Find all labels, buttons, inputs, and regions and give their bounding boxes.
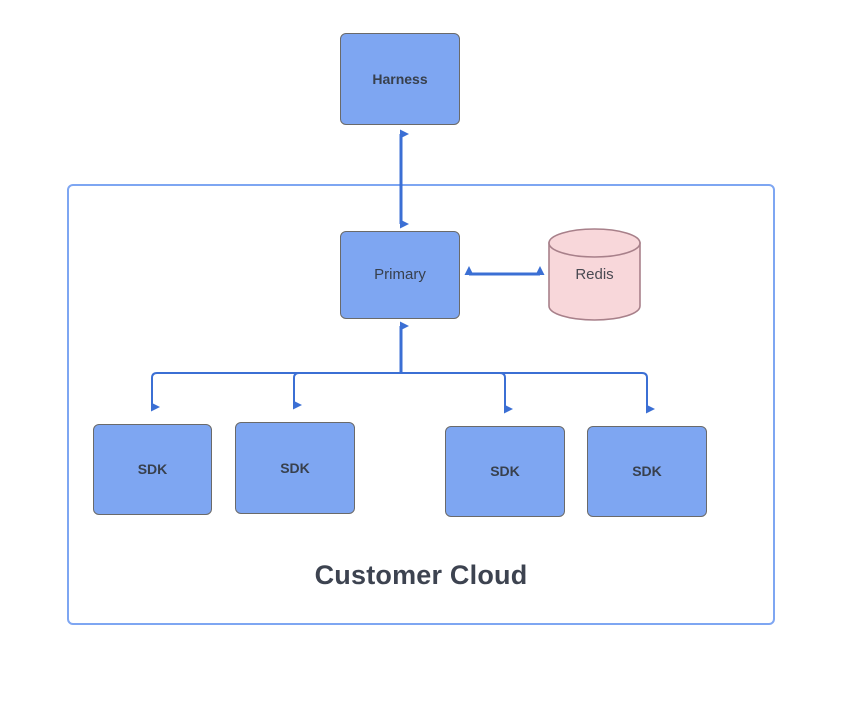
database-cylinder-icon — [548, 228, 641, 321]
node-harness-label: Harness — [372, 70, 428, 87]
node-redis-datastore[interactable]: Redis — [548, 228, 641, 321]
node-sdk-4-label: SDK — [632, 463, 662, 480]
node-sdk-3[interactable]: SDK — [445, 426, 565, 517]
node-sdk-2[interactable]: SDK — [235, 422, 355, 514]
node-sdk-4[interactable]: SDK — [587, 426, 707, 517]
node-primary-label: Primary — [374, 266, 426, 283]
node-harness[interactable]: Harness — [340, 33, 460, 125]
node-sdk-1-label: SDK — [137, 461, 168, 478]
node-sdk-2-label: SDK — [280, 459, 310, 476]
node-sdk-1[interactable]: SDK — [93, 424, 212, 515]
node-primary[interactable]: Primary — [340, 231, 460, 319]
node-sdk-3-label: SDK — [490, 463, 520, 480]
node-redis-label: Redis — [575, 266, 614, 283]
customer-cloud-title: Customer Cloud — [314, 560, 528, 590]
customer-cloud-boundary — [67, 184, 775, 625]
